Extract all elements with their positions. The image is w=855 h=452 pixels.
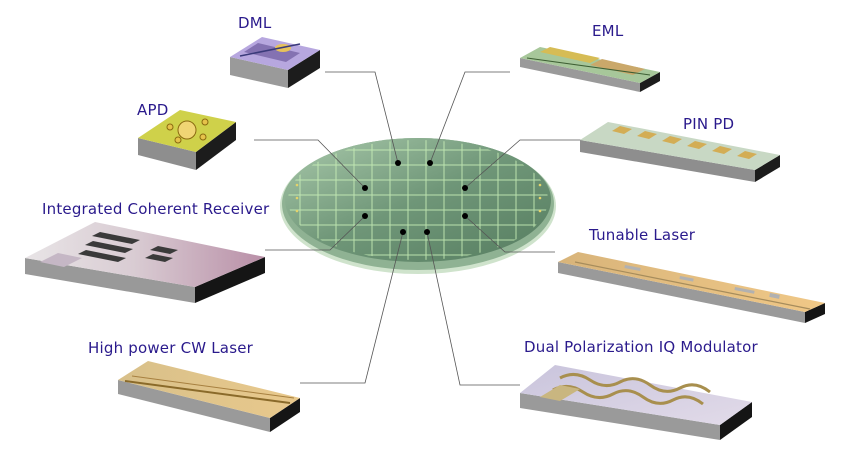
dot-dml bbox=[395, 160, 401, 166]
leader-coherent-receiver bbox=[265, 215, 366, 251]
coherent-receiver-chip bbox=[25, 222, 265, 303]
leader-tunable-laser bbox=[464, 215, 555, 253]
iq-modulator-chip bbox=[520, 365, 752, 440]
dot-apd bbox=[362, 185, 368, 191]
wafer-connection-dots bbox=[362, 160, 468, 235]
pin-pd-label: PIN PD bbox=[683, 115, 735, 133]
dot-coherent-receiver bbox=[362, 213, 368, 219]
leader-lines bbox=[254, 71, 585, 386]
wafer-pads bbox=[295, 183, 542, 213]
dot-pin-pd bbox=[462, 185, 468, 191]
leader-dml bbox=[325, 71, 399, 164]
cw-laser-label: High power CW Laser bbox=[88, 339, 254, 357]
cw-laser-chip bbox=[118, 361, 300, 432]
pin-pd-chip bbox=[580, 122, 780, 182]
dot-iq-modulator bbox=[424, 229, 430, 235]
dot-cw-laser bbox=[400, 229, 406, 235]
eml-label: EML bbox=[592, 22, 624, 40]
tunable-laser-chip bbox=[558, 252, 825, 323]
dot-eml bbox=[427, 160, 433, 166]
dml-label: DML bbox=[238, 14, 272, 32]
apd-chip bbox=[138, 110, 236, 170]
tunable-laser-label: Tunable Laser bbox=[589, 226, 696, 244]
leader-cw-laser bbox=[300, 231, 404, 384]
eml-chip bbox=[520, 47, 660, 92]
wafer bbox=[280, 138, 556, 274]
leader-pin-pd bbox=[464, 139, 585, 189]
coherent-receiver-label: Integrated Coherent Receiver bbox=[42, 200, 270, 218]
leader-iq-modulator bbox=[426, 231, 520, 386]
dot-tunable-laser bbox=[462, 213, 468, 219]
iq-modulator-label: Dual Polarization IQ Modulator bbox=[524, 338, 758, 356]
leader-apd bbox=[254, 139, 366, 189]
apd-label: APD bbox=[137, 101, 169, 119]
leader-eml bbox=[429, 71, 510, 164]
dml-chip bbox=[230, 37, 320, 88]
